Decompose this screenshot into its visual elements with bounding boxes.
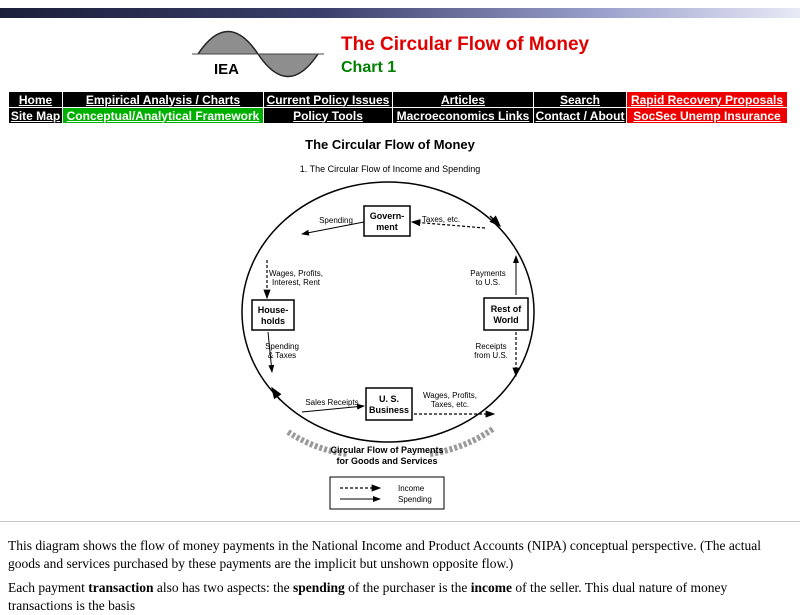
government-box [363, 205, 411, 237]
government-label-2: ment [376, 222, 398, 232]
us-business-label-1: U. S. [379, 394, 399, 404]
nav-policy-tools[interactable]: Policy Tools [263, 107, 393, 124]
nav-current-policy-issues[interactable]: Current Policy Issues [263, 91, 393, 108]
logo-text: IEA [214, 61, 239, 78]
iea-logo: IEA [192, 30, 324, 78]
outer-arrow-bottom-left [271, 386, 282, 401]
households-label-2: holds [261, 316, 285, 326]
us-business-box [365, 387, 413, 421]
us-business-label-2: Business [369, 405, 409, 415]
body-paragraph-1: This diagram shows the flow of money pay… [8, 538, 762, 571]
label-wages-right-1: Wages, Profits, [423, 391, 477, 400]
body-paragraph-2: Each payment transaction also has two as… [8, 580, 728, 613]
nav-rapid-recovery-proposals[interactable]: Rapid Recovery Proposals [626, 91, 788, 108]
nav-site-map[interactable]: Site Map [8, 107, 63, 124]
legend-box [329, 476, 445, 510]
households-box [251, 299, 295, 331]
nav-articles[interactable]: Articles [392, 91, 534, 108]
nav-empirical-analysis-charts[interactable]: Empirical Analysis / Charts [62, 91, 264, 108]
label-sales-receipts: Sales Receipts [305, 398, 358, 407]
spending-taxes-arrow [267, 331, 275, 373]
taxes-arrow [410, 219, 486, 229]
spending-top-arrow [301, 221, 365, 236]
diagram-title: The Circular Flow of Money [305, 137, 476, 152]
outer-flow-ellipse [241, 181, 535, 443]
goods-flow-arrow-right [429, 425, 496, 457]
label-wages-left-2: Interest, Rent [272, 278, 321, 287]
caption-line-2: for Goods and Services [336, 456, 437, 466]
households-label-1: House- [258, 305, 289, 315]
nav-conceptual-analytical-framework[interactable]: Conceptual/Analytical Framework [62, 107, 264, 124]
label-receipts-us-2: from U.S. [474, 351, 508, 360]
label-wages-right-2: Taxes, etc. [431, 400, 469, 409]
caption-line-1: Circular Flow of Payments [330, 445, 443, 455]
legend-spending-label: Spending [398, 495, 432, 504]
label-spending-taxes-2: & Taxes [268, 351, 296, 360]
label-receipts-us-1: Receipts [475, 342, 506, 351]
label-taxes: Taxes, etc. [422, 215, 460, 224]
label-spending-top: Spending [319, 216, 353, 225]
label-payments-us-2: to U.S. [476, 278, 500, 287]
horizontal-rule [0, 521, 800, 523]
goods-flow-arrow-left [286, 429, 349, 457]
rest-of-world-label-2: World [493, 315, 518, 325]
outer-arrow-top-right [489, 215, 502, 228]
nav-macroeconomics-links[interactable]: Macroeconomics Links [392, 107, 534, 124]
nav-socsec-unemp-insurance[interactable]: SocSec Unemp Insurance [626, 107, 788, 124]
rest-of-world-box [483, 297, 529, 331]
nav-menu: Home Empirical Analysis / Charts Current… [8, 91, 788, 124]
government-label-1: Govern- [370, 211, 405, 221]
diagram-subtitle: 1. The Circular Flow of Income and Spend… [300, 164, 480, 174]
page-subtitle: Chart 1 [341, 59, 397, 76]
top-gradient-bar [0, 8, 800, 18]
circular-flow-diagram: The Circular Flow of Money 1. The Circul… [241, 137, 535, 510]
legend-income-label: Income [398, 484, 425, 493]
page-title: The Circular Flow of Money [341, 34, 590, 55]
label-payments-us-1: Payments [470, 269, 506, 278]
label-wages-left-1: Wages, Profits, [269, 269, 323, 278]
rest-of-world-label-1: Rest of [491, 304, 523, 314]
sales-receipts-arrow [301, 403, 365, 413]
nav-contact-about[interactable]: Contact / About [533, 107, 627, 124]
nav-search[interactable]: Search [533, 91, 627, 108]
label-spending-taxes-1: Spending [265, 342, 299, 351]
nav-home[interactable]: Home [8, 91, 63, 108]
